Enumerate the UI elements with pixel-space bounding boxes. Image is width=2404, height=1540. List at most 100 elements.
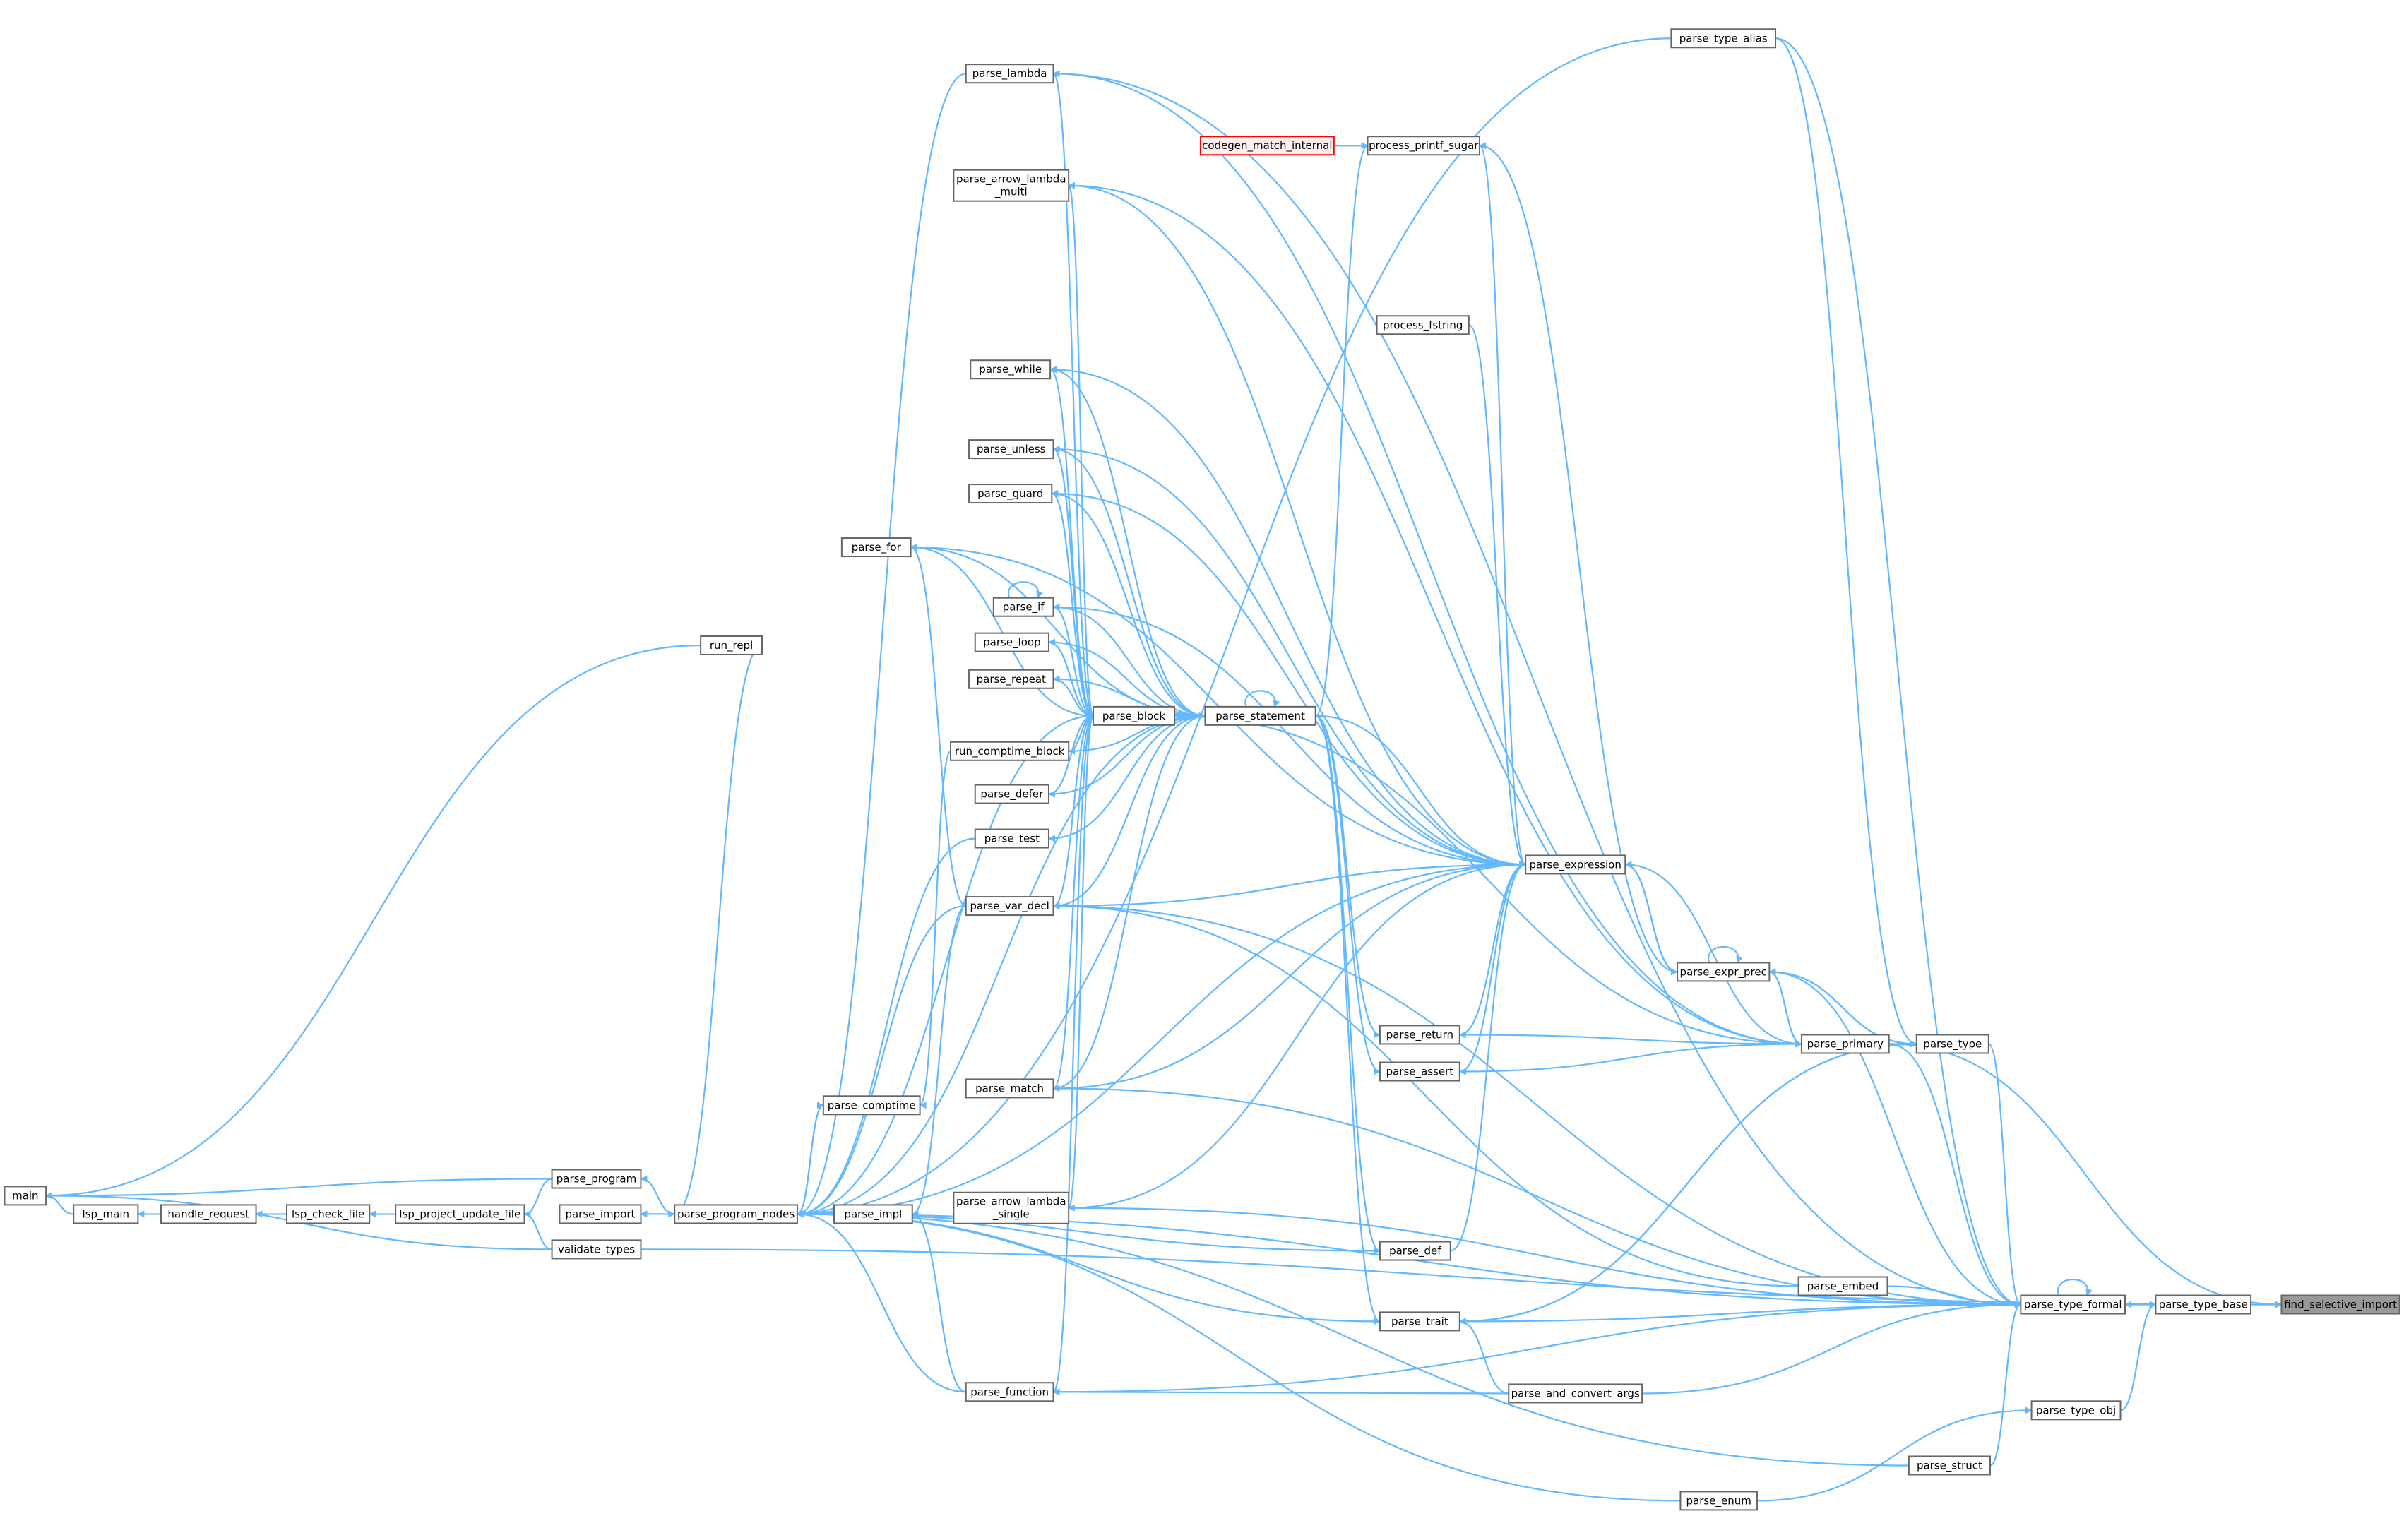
node-parse-guard[interactable]: parse_guard [968, 484, 1053, 504]
node-label: parse_embed [1807, 1279, 1879, 1293]
node-parse-arrow-lambda-single[interactable]: parse_arrow_lambda_single [953, 1191, 1070, 1224]
node-handle-request[interactable]: handle_request [160, 1204, 257, 1224]
node-box [2155, 1294, 2252, 1315]
call-edge [1068, 715, 1094, 1212]
call-edge [1775, 37, 1917, 1048]
node-find-selective-import[interactable]: find_selective_import [2280, 1294, 2400, 1315]
call-edge [796, 1210, 966, 1393]
node-parse-arrow-lambda-multi[interactable]: parse_arrow_lambda_multi [953, 169, 1070, 202]
call-edge [1053, 606, 1527, 869]
node-label: parse_statement [1215, 710, 1305, 723]
call-edge [674, 642, 763, 1215]
node-parse-and-convert-args[interactable]: parse_and_convert_args [1508, 1383, 1643, 1404]
call-edge [1244, 690, 1280, 708]
call-edge [1052, 715, 1094, 1092]
node-label: parse_match [975, 1082, 1044, 1095]
node-parse-type-formal[interactable]: parse_type_formal [2020, 1294, 2126, 1315]
node-parse-type-alias[interactable]: parse_type_alias [1670, 28, 1777, 49]
node-codegen-match-internal[interactable]: codegen_match_internal [1199, 136, 1335, 156]
node-box [833, 1204, 913, 1224]
node-parse-expression[interactable]: parse_expression [1525, 854, 1626, 875]
node-parse-type-obj[interactable]: parse_type_obj [2030, 1400, 2122, 1421]
node-parse-enum[interactable]: parse_enum [1679, 1491, 1758, 1511]
call-edge [1458, 1043, 1917, 1325]
node-parse-var-decl[interactable]: parse_var_decl [965, 896, 1054, 917]
node-parse-defer[interactable]: parse_defer [974, 784, 1049, 804]
node-process-printf-sugar[interactable]: process_printf_sugar [1367, 136, 1481, 156]
node-label: parse_expr_prec [1680, 965, 1767, 979]
node-box [974, 784, 1049, 804]
node-parse-for[interactable]: parse_for [840, 537, 912, 558]
node-parse-struct[interactable]: parse_struct [1908, 1455, 1991, 1476]
node-parse-impl[interactable]: parse_impl [833, 1204, 913, 1224]
node-main[interactable]: main [4, 1186, 47, 1206]
node-label: parse_trait [1391, 1315, 1448, 1328]
call-edge [1459, 861, 1527, 1073]
node-parse-if[interactable]: parse_if [992, 597, 1054, 617]
edges-layer [45, 37, 2283, 1502]
node-parse-lambda[interactable]: parse_lambda [965, 64, 1054, 84]
node-process-fstring[interactable]: process_fstring [1376, 315, 1470, 335]
node-parse-type[interactable]: parse_type [1915, 1034, 1989, 1054]
node-box [73, 1204, 139, 1224]
call-edge [1624, 861, 1678, 973]
node-parse-comptime[interactable]: parse_comptime [822, 1095, 921, 1116]
node-validate-types[interactable]: validate_types [551, 1239, 642, 1260]
node-box [551, 1239, 642, 1260]
node-parse-unless[interactable]: parse_unless [968, 439, 1054, 460]
node-parse-def[interactable]: parse_def [1379, 1241, 1451, 1261]
node-lsp-project-update-file[interactable]: lsp_project_update_file [395, 1204, 525, 1224]
call-edge [1459, 1301, 2022, 1323]
node-box [551, 1169, 642, 1189]
node-parse-program-nodes[interactable]: parse_program_nodes [674, 1204, 798, 1224]
node-parse-function[interactable]: parse_function [965, 1382, 1054, 1402]
call-edge [1047, 715, 1206, 842]
node-parse-expr-prec[interactable]: parse_expr_prec [1677, 962, 1771, 982]
node-box [1915, 1034, 1989, 1054]
call-edge [796, 73, 966, 1218]
call-edge [796, 1210, 1909, 1467]
node-parse-trait[interactable]: parse_trait [1379, 1311, 1460, 1332]
node-lsp-main[interactable]: lsp_main [73, 1204, 139, 1224]
call-edge [796, 715, 1206, 1218]
call-edge [1052, 492, 1527, 869]
node-box [974, 632, 1049, 652]
node-lsp-check-file[interactable]: lsp_check_file [285, 1204, 371, 1224]
call-edge [1052, 70, 1802, 1045]
node-label: parse_unless [977, 443, 1046, 456]
node-label: process_fstring [1383, 318, 1463, 332]
node-parse-embed[interactable]: parse_embed [1797, 1276, 1888, 1296]
node-run-comptime-block[interactable]: run_comptime_block [950, 741, 1070, 761]
node-parse-primary[interactable]: parse_primary [1800, 1034, 1890, 1054]
call-edge [45, 1192, 74, 1215]
node-parse-while[interactable]: parse_while [970, 359, 1052, 380]
call-edge [796, 1210, 1681, 1502]
node-parse-match[interactable]: parse_match [965, 1078, 1054, 1099]
node-parse-import[interactable]: parse_import [559, 1204, 642, 1224]
call-edge [1458, 1043, 1802, 1075]
node-parse-type-base[interactable]: parse_type_base [2155, 1294, 2252, 1315]
node-box [1797, 1276, 1888, 1296]
call-edge [1052, 1388, 1509, 1396]
call-edge [1051, 490, 1094, 717]
node-box [965, 896, 1054, 917]
call-edge [1051, 490, 1206, 717]
node-parse-block[interactable]: parse_block [1092, 705, 1175, 726]
node-box [968, 484, 1053, 504]
node-parse-return[interactable]: parse_return [1379, 1025, 1460, 1045]
node-label: parse_struct [1917, 1459, 1982, 1472]
node-parse-loop[interactable]: parse_loop [974, 632, 1049, 652]
node-parse-statement[interactable]: parse_statement [1204, 705, 1316, 726]
call-edge [1479, 142, 1527, 866]
node-label: run_comptime_block [955, 745, 1065, 758]
node-parse-repeat[interactable]: parse_repeat [968, 669, 1054, 689]
call-edge [1052, 675, 1094, 717]
node-run-repl[interactable]: run_repl [700, 635, 763, 655]
node-box [1508, 1383, 1643, 1404]
call-edge [1068, 182, 1094, 717]
node-parse-assert[interactable]: parse_assert [1379, 1061, 1460, 1082]
node-parse-test[interactable]: parse_test [974, 828, 1049, 849]
node-parse-program[interactable]: parse_program [551, 1169, 642, 1189]
call-edge [1069, 1207, 2022, 1308]
call-edge [1069, 861, 1527, 1209]
